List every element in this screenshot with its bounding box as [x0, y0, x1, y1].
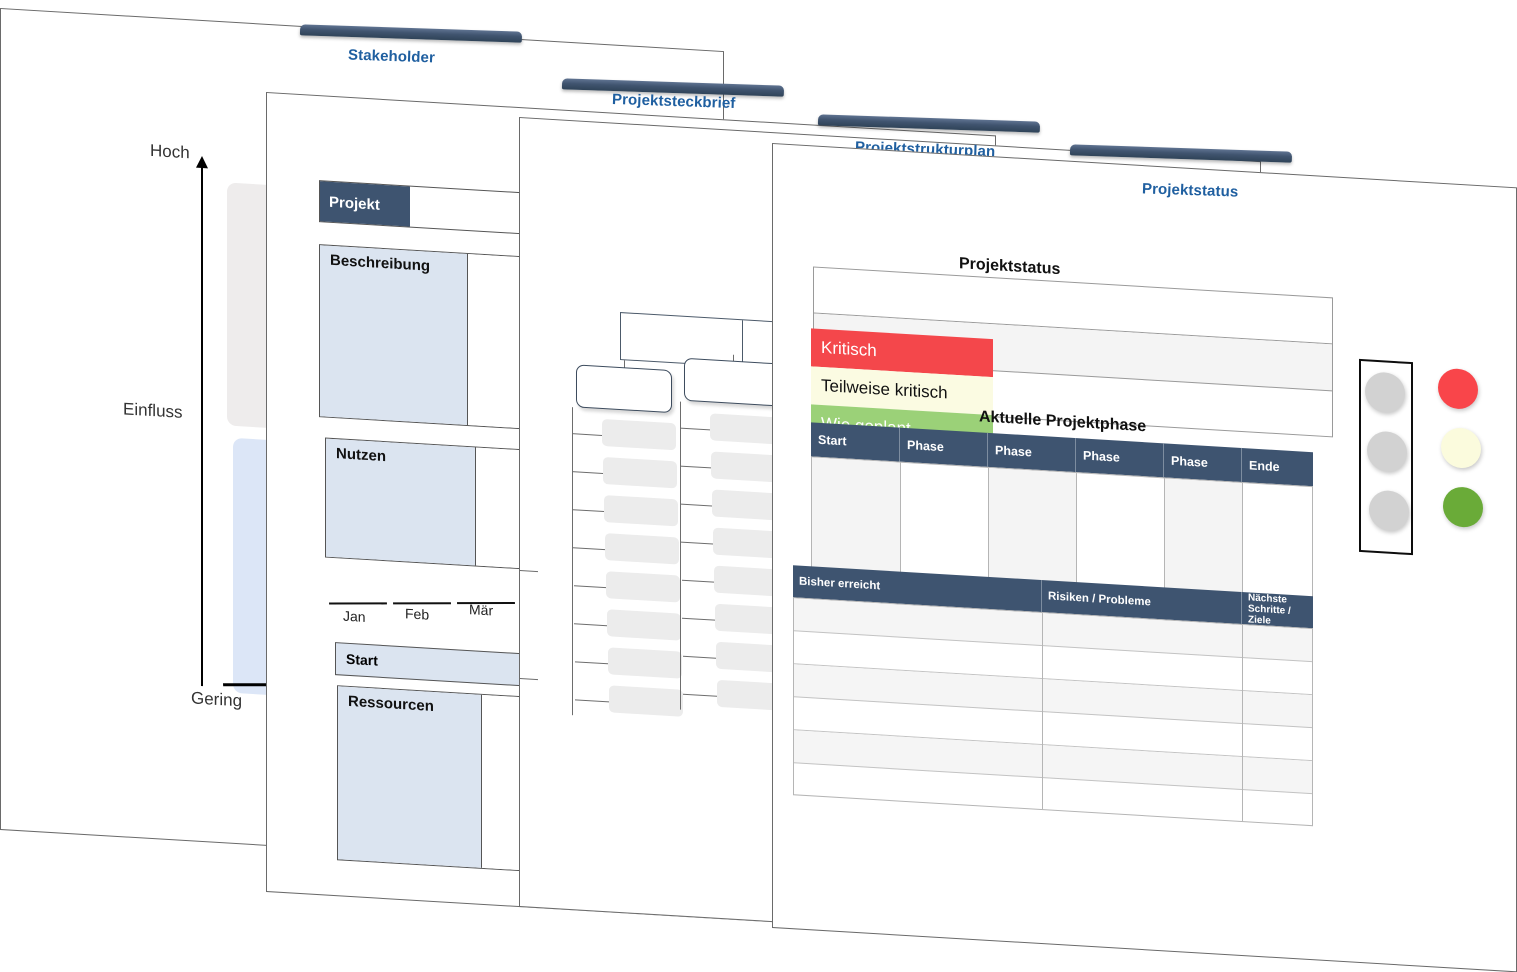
- wbs-stub: [683, 655, 716, 659]
- wbs-stub: [520, 677, 538, 681]
- field-label-beschreibung: Beschreibung: [320, 245, 468, 426]
- project-label: Projekt: [320, 181, 410, 227]
- tab-label-stakeholder[interactable]: Stakeholder: [347, 46, 436, 67]
- wbs-branch-2[interactable]: [684, 357, 780, 407]
- wbs-stub: [680, 465, 711, 469]
- wbs-stub: [572, 471, 603, 474]
- column-divider: [1042, 613, 1043, 810]
- wbs-stub: [683, 693, 717, 697]
- wbs-leaf[interactable]: [605, 533, 679, 565]
- timeline-tick-feb: Feb: [405, 605, 430, 623]
- wbs-leaf[interactable]: [603, 456, 677, 489]
- slide-projektstatus[interactable]: Projektstatus Kritisch Teilweise kritisc…: [772, 143, 1517, 972]
- timeline-seg-2: [392, 602, 452, 605]
- wbs-stub: [682, 617, 715, 621]
- timeline-seg-1: [328, 602, 388, 605]
- wbs-stub: [573, 547, 605, 551]
- tab-label-projektstatus[interactable]: Projektstatus: [1141, 180, 1239, 201]
- column-header-phase-3: Phase: [1075, 438, 1163, 478]
- wbs-leaf[interactable]: [608, 647, 682, 679]
- axis-label-gering: Gering: [191, 688, 243, 711]
- wbs-stub: [680, 427, 710, 431]
- project-title-row: Projekt: [319, 180, 533, 235]
- slide-projektstatus-body: Projektstatus Kritisch Teilweise kritisc…: [773, 144, 1516, 971]
- column-header-naechste-schritte-ziele: Nächste Schritte / Ziele: [1241, 592, 1313, 629]
- wbs-stub: [572, 433, 602, 436]
- field-label-ressourcen: Ressourcen: [338, 686, 482, 868]
- wbs-root-divider: [742, 320, 743, 367]
- column-header-phase-2: Phase: [987, 432, 1075, 473]
- wbs-stub: [574, 585, 606, 589]
- wbs-stub: [682, 579, 714, 583]
- timeline-tick-maer: Mär: [469, 601, 494, 619]
- column-header-phase-1: Phase: [899, 427, 987, 467]
- column-header-ende: Ende: [1241, 447, 1313, 487]
- column-divider: [1242, 624, 1243, 822]
- wbs-leaf[interactable]: [606, 571, 680, 603]
- red-lamp-icon[interactable]: [1438, 367, 1478, 411]
- wbs-spine-2: [680, 401, 681, 710]
- axis-label-hoch: Hoch: [150, 140, 190, 163]
- wbs-spine-1: [572, 407, 573, 716]
- wbs-stub: [574, 623, 607, 627]
- wbs-stub: [520, 569, 538, 573]
- timeline-tick-jan: Jan: [343, 607, 366, 625]
- wbs-stub: [681, 503, 712, 507]
- wbs-leaf[interactable]: [607, 609, 681, 641]
- field-label-nutzen: Nutzen: [326, 438, 476, 566]
- influence-axis-arrow: [201, 165, 203, 687]
- wbs-stub: [681, 541, 713, 545]
- wbs-stub: [575, 699, 609, 703]
- green-lamp-icon[interactable]: [1443, 485, 1483, 529]
- yellow-lamp-icon[interactable]: [1441, 426, 1481, 470]
- status-detail-body: [793, 597, 1313, 827]
- wbs-leaf[interactable]: [609, 685, 683, 717]
- wbs-stub: [575, 661, 608, 665]
- wbs-stub: [573, 509, 604, 513]
- wbs-leaf[interactable]: [604, 495, 678, 527]
- status-detail-table: Bisher erreicht Risiken / Probleme Nächs…: [793, 565, 1313, 827]
- wbs-leaf[interactable]: [602, 418, 676, 451]
- wbs-branch-1[interactable]: [576, 364, 672, 414]
- axis-label-einfluss: Einfluss: [123, 399, 183, 422]
- column-header-phase-4: Phase: [1163, 443, 1241, 482]
- column-header-start: Start: [818, 432, 847, 449]
